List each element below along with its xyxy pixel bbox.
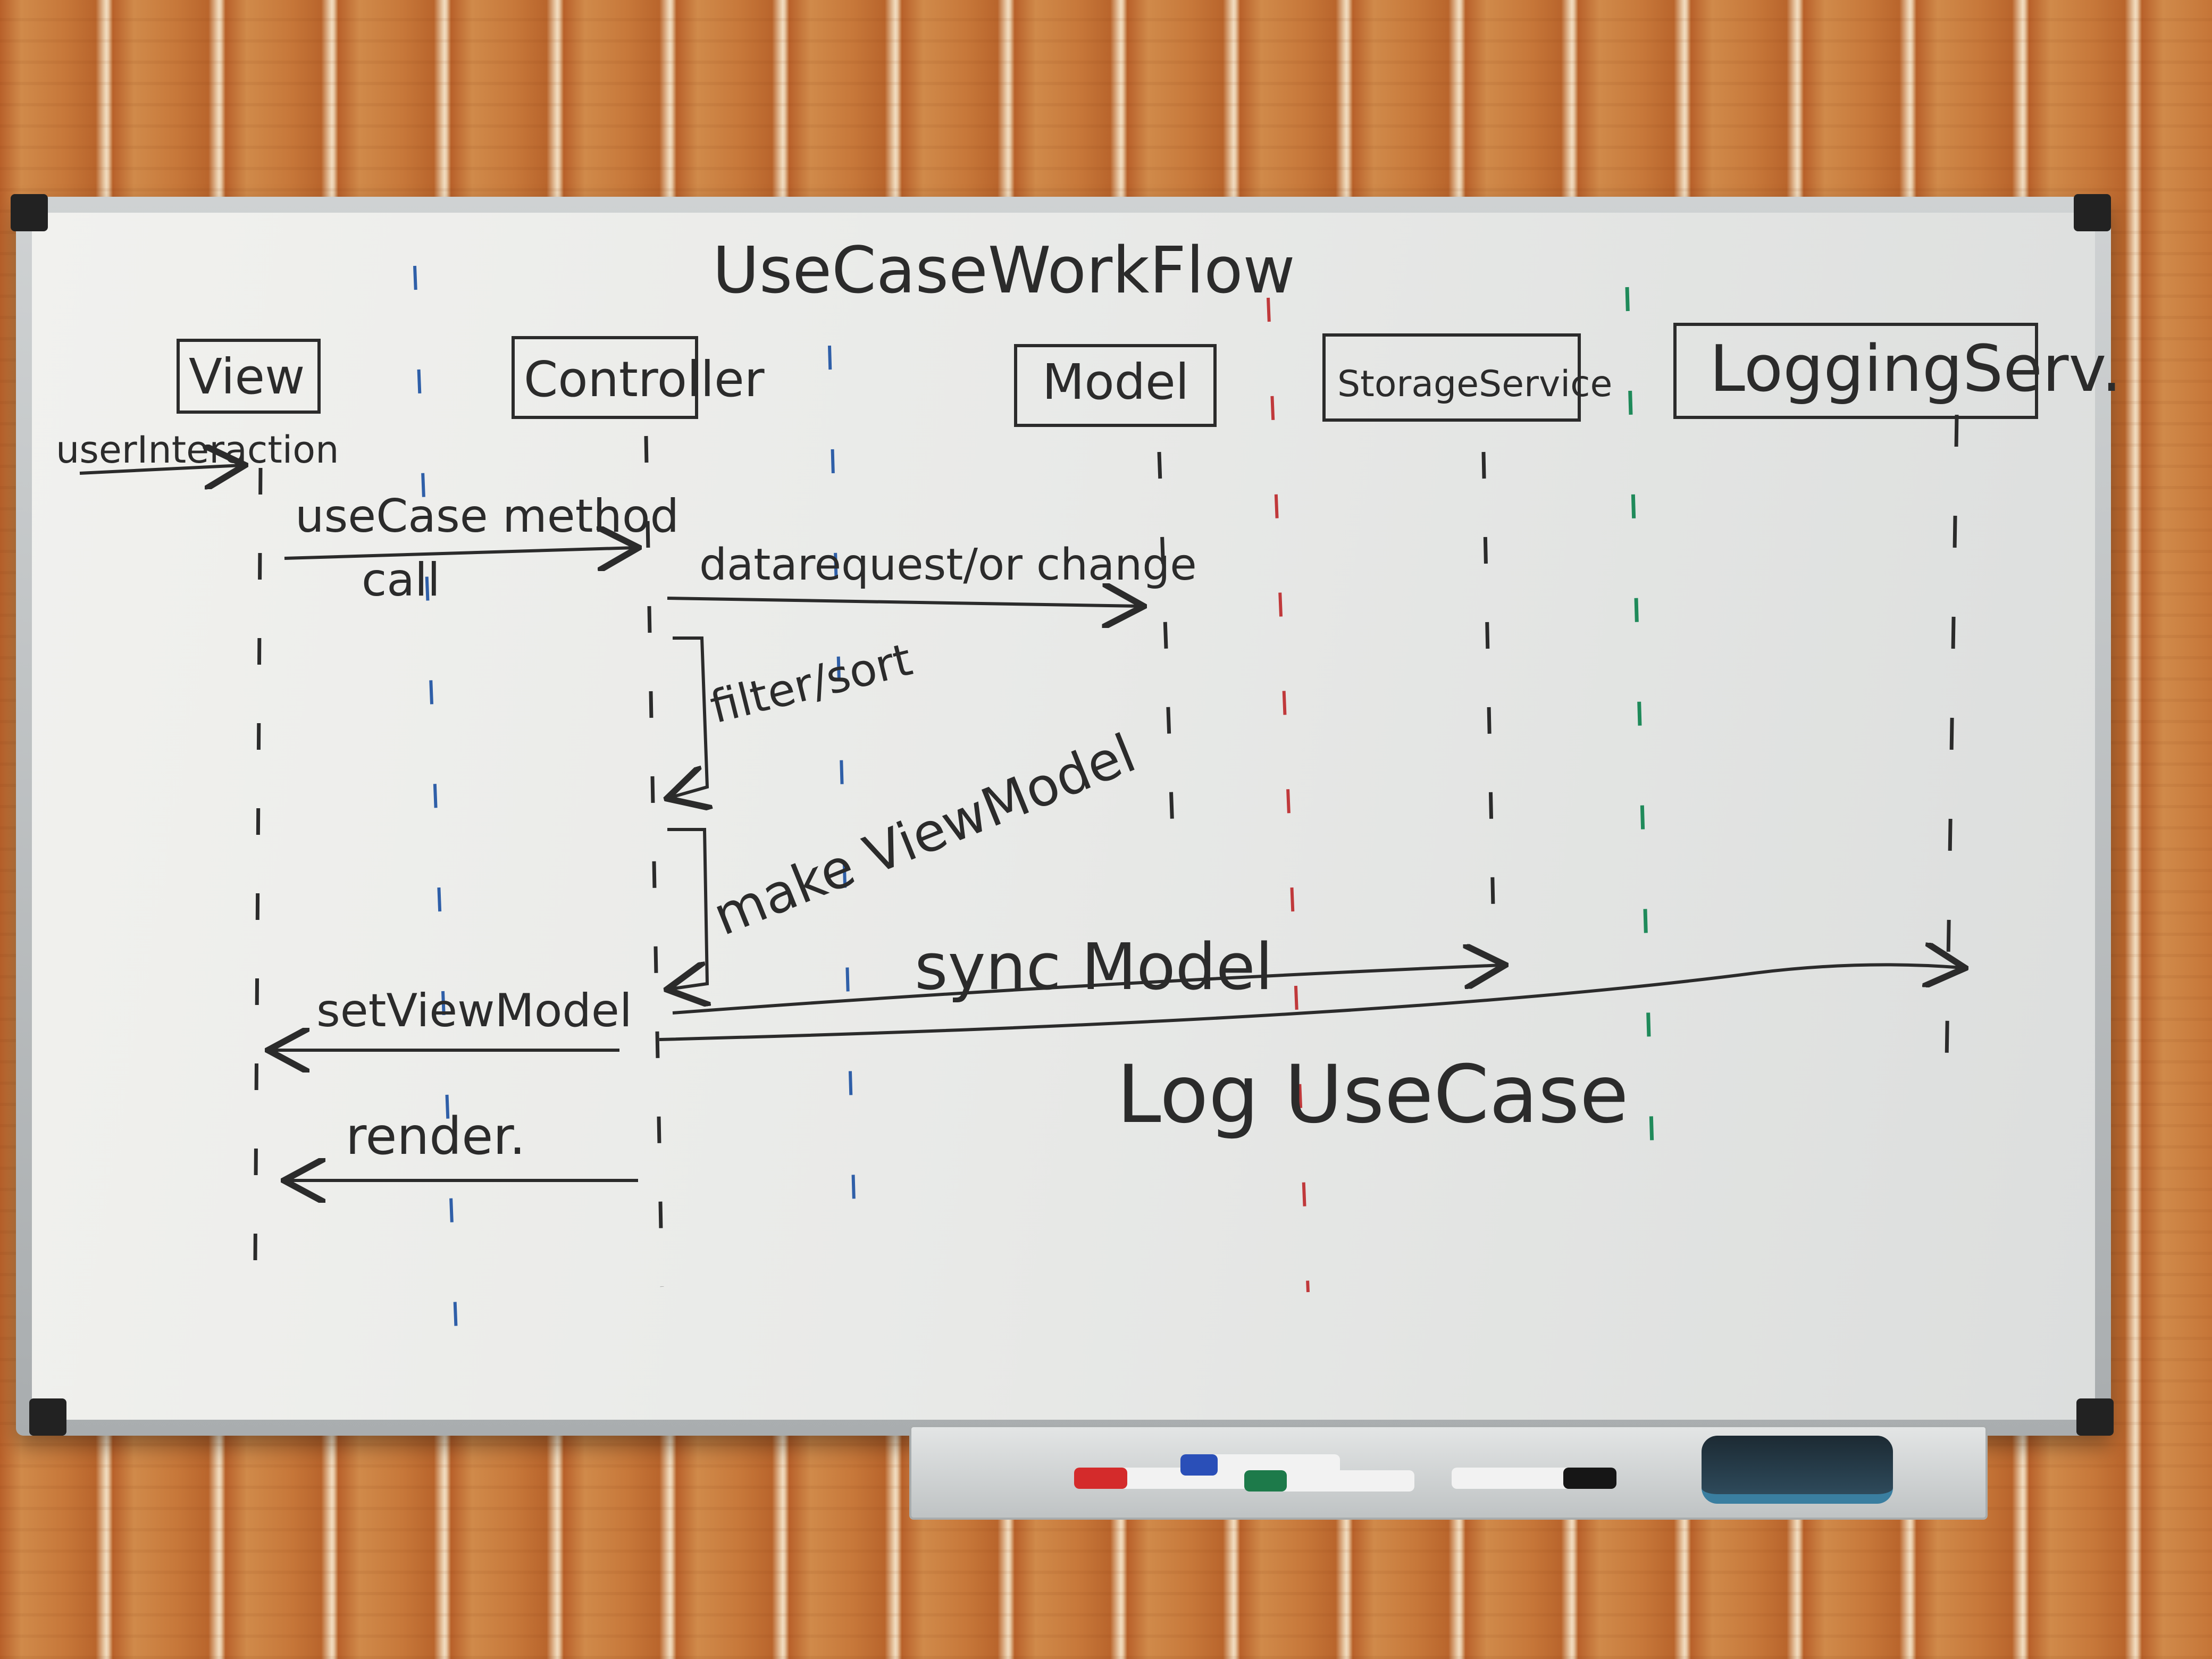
participant-controller: Controller xyxy=(512,336,765,419)
participant-model: Model xyxy=(1014,344,1217,427)
arrow-user-interaction xyxy=(79,465,242,473)
self-call-make-viewmodel xyxy=(667,828,707,989)
arrow-sync-model xyxy=(672,965,1502,1015)
frame-corner-bottom-right xyxy=(2076,1398,2114,1436)
participant-view: View xyxy=(177,339,321,414)
label-usecase-method: useCase method xyxy=(295,490,679,543)
label-usecase-call: call xyxy=(362,554,440,607)
whiteboard-surface xyxy=(32,213,2095,1420)
lifeline-storage xyxy=(1481,451,1496,958)
label-data-request: datarequest/or change xyxy=(699,540,1197,590)
participant-logging-service: LoggingServ. xyxy=(1673,323,2122,419)
arrow-data-request xyxy=(667,598,1141,606)
separator-red xyxy=(1267,297,1310,1293)
label-make-viewmodel: make ViewModel xyxy=(705,722,1144,948)
green-marker[interactable] xyxy=(1244,1470,1414,1492)
label-set-viewmodel: setViewModel xyxy=(316,984,632,1037)
black-marker[interactable] xyxy=(1452,1468,1616,1489)
arrow-log-usecase xyxy=(659,965,1962,1041)
participant-view-label: View xyxy=(189,348,305,405)
lifeline-model xyxy=(1157,451,1175,830)
participant-model-label: Model xyxy=(1042,354,1189,410)
frame-corner-top-left xyxy=(11,194,48,231)
label-log-usecase: Log UseCase xyxy=(1117,1049,1629,1141)
label-filter-sort: filter/sort xyxy=(705,633,917,734)
frame-corner-bottom-left xyxy=(29,1398,66,1436)
separator-blue-right xyxy=(828,345,858,1277)
label-render: render. xyxy=(346,1107,525,1166)
participant-storage-label: StorageService xyxy=(1337,363,1612,405)
separator-green xyxy=(1625,287,1656,1202)
separator-blue-left xyxy=(413,265,459,1362)
label-user-interaction: userInteraction xyxy=(56,428,339,472)
participant-controller-label: Controller xyxy=(524,351,765,408)
lifeline-view xyxy=(253,467,263,1261)
self-call-filter-sort xyxy=(670,636,707,798)
lifeline-controller xyxy=(644,435,664,1287)
diagram-title: UseCaseWorkFlow xyxy=(713,234,1295,308)
frame-corner-top-right xyxy=(2074,194,2111,231)
participant-logging-label: LoggingServ. xyxy=(1710,332,2122,406)
lifeline-logging xyxy=(1944,414,1959,1096)
whiteboard-eraser[interactable] xyxy=(1702,1436,1893,1504)
participant-storage-service: StorageService xyxy=(1322,333,1612,422)
arrow-usecase-method-call xyxy=(284,548,635,558)
